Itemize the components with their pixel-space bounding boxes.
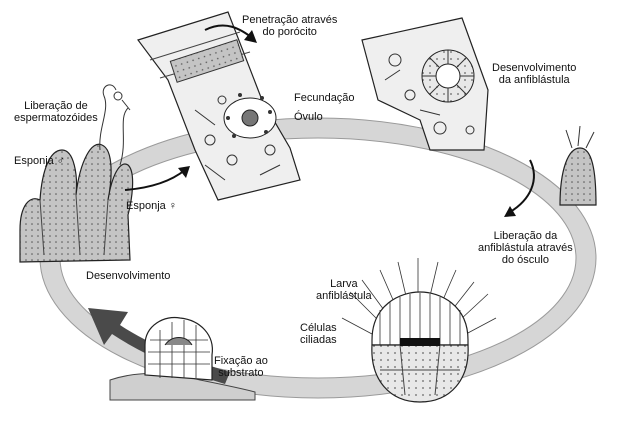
- arrow-to-osculum: [509, 159, 535, 213]
- label-amphiblastula-release-line3: do ósculo: [501, 254, 549, 266]
- label-development: Desenvolvimento: [86, 270, 171, 282]
- label-amphiblastula-release-line1: Liberação da: [493, 230, 558, 242]
- label-sperm-release: Liberação de espermatozóides: [14, 100, 98, 124]
- label-substrate-fixation-line2: substrato: [218, 367, 264, 379]
- label-male-sponge: Esponja ♂: [14, 155, 66, 167]
- label-ciliated-cells-line1: Células: [300, 322, 337, 334]
- label-substrate-fixation: Fixação ao substrato: [214, 355, 268, 379]
- label-ciliated-cells: Células ciliadas: [300, 322, 337, 346]
- label-amphiblastula-development-line2: da anfiblástula: [498, 74, 570, 86]
- label-ovum: Óvulo: [294, 111, 323, 123]
- label-amphiblastula-release: Liberação da anfiblástula através do ósc…: [478, 230, 573, 266]
- porocyte-tissue-block: [137, 11, 301, 201]
- label-sperm-release-line1: Liberação de: [24, 100, 88, 112]
- label-amphiblastula-larva: Larva anfiblástula: [316, 278, 372, 302]
- label-ciliated-cells-line2: ciliadas: [300, 334, 337, 346]
- label-porocyte-penetration-line1: Penetração através: [242, 14, 338, 26]
- female-sponge-right: [559, 125, 597, 206]
- label-porocyte-penetration-line2: do porócito: [262, 26, 317, 38]
- label-amphiblastula-release-line2: anfiblástula através: [478, 242, 573, 254]
- arrow-to-fecundation: [124, 169, 186, 191]
- label-amphiblastula-larva-line1: Larva: [330, 278, 358, 290]
- label-amphiblastula-development-line1: Desenvolvimento: [492, 62, 577, 74]
- label-substrate-fixation-line1: Fixação ao: [214, 355, 268, 367]
- label-female-sponge: Esponja ♀: [126, 200, 178, 212]
- label-amphiblastula-development: Desenvolvimento da anfiblástula: [492, 62, 576, 86]
- amphiblastula-larva: [341, 258, 497, 403]
- label-amphiblastula-larva-line2: anfiblástula: [316, 290, 372, 302]
- label-fecundation: Fecundação: [294, 92, 355, 104]
- attached-young-sponge: [109, 316, 256, 401]
- label-porocyte-penetration: Penetração através do porócito: [242, 14, 337, 38]
- sponge-colony: [19, 84, 134, 263]
- amphiblastula-development-block: [361, 17, 489, 151]
- label-sperm-release-line2: espermatozóides: [14, 112, 98, 124]
